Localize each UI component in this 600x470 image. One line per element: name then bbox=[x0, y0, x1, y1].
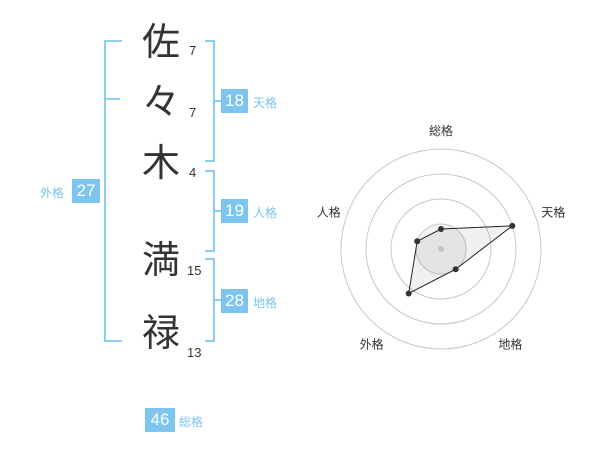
radar-axis-label-3: 外格 bbox=[360, 336, 384, 351]
soukaku-score: 46 bbox=[145, 408, 175, 432]
radar-point-0 bbox=[438, 226, 444, 232]
radar-points bbox=[405, 222, 516, 297]
radar-axis-label-4: 人格 bbox=[317, 205, 341, 220]
jinkaku-label: 人格 bbox=[253, 206, 278, 220]
stroke-count-2: 7 bbox=[189, 105, 197, 120]
radar-point-3 bbox=[405, 290, 412, 297]
soukaku-label: 総格 bbox=[179, 415, 204, 429]
radar-axis-label-2: 地格 bbox=[498, 336, 522, 351]
jinkaku-connector bbox=[213, 210, 223, 212]
stroke-count-4: 15 bbox=[187, 263, 202, 278]
radar-point-4 bbox=[414, 238, 421, 245]
name-char-4: 満 bbox=[142, 238, 181, 282]
radar-point-2 bbox=[452, 266, 459, 273]
jinkaku-score: 19 bbox=[221, 199, 248, 223]
chikaku-connector bbox=[213, 299, 223, 301]
gaikaku-score: 27 bbox=[72, 179, 100, 203]
radar-point-1 bbox=[509, 222, 516, 229]
name-char-1: 佐 bbox=[142, 20, 181, 64]
radar-ring-4 bbox=[340, 148, 542, 350]
radar-axis-label-1: 天格 bbox=[541, 205, 565, 220]
radar-rings bbox=[340, 148, 542, 350]
tenkaku-label: 天格 bbox=[253, 96, 278, 110]
gaikaku-bracket-mid-tick bbox=[104, 98, 120, 100]
gaikaku-bracket bbox=[104, 40, 122, 342]
name-char-2: 々 bbox=[142, 80, 181, 124]
radar-area bbox=[408, 225, 514, 295]
name-char-3: 木 bbox=[142, 141, 181, 185]
radar-axis-label-0: 総格 bbox=[429, 123, 453, 138]
tenkaku-connector bbox=[213, 100, 223, 102]
chikaku-score: 28 bbox=[221, 289, 248, 313]
gaikaku-label: 外格 bbox=[40, 186, 65, 200]
radar-center bbox=[438, 246, 444, 252]
name-char-5: 禄 bbox=[142, 311, 181, 355]
stroke-count-1: 7 bbox=[189, 43, 197, 58]
radar-ring-2 bbox=[390, 198, 492, 300]
radar-ring-3 bbox=[365, 173, 517, 325]
stroke-count-3: 4 bbox=[189, 165, 197, 180]
tenkaku-score: 18 bbox=[221, 89, 248, 113]
chikaku-label: 地格 bbox=[253, 296, 278, 310]
stroke-count-5: 13 bbox=[187, 345, 202, 360]
